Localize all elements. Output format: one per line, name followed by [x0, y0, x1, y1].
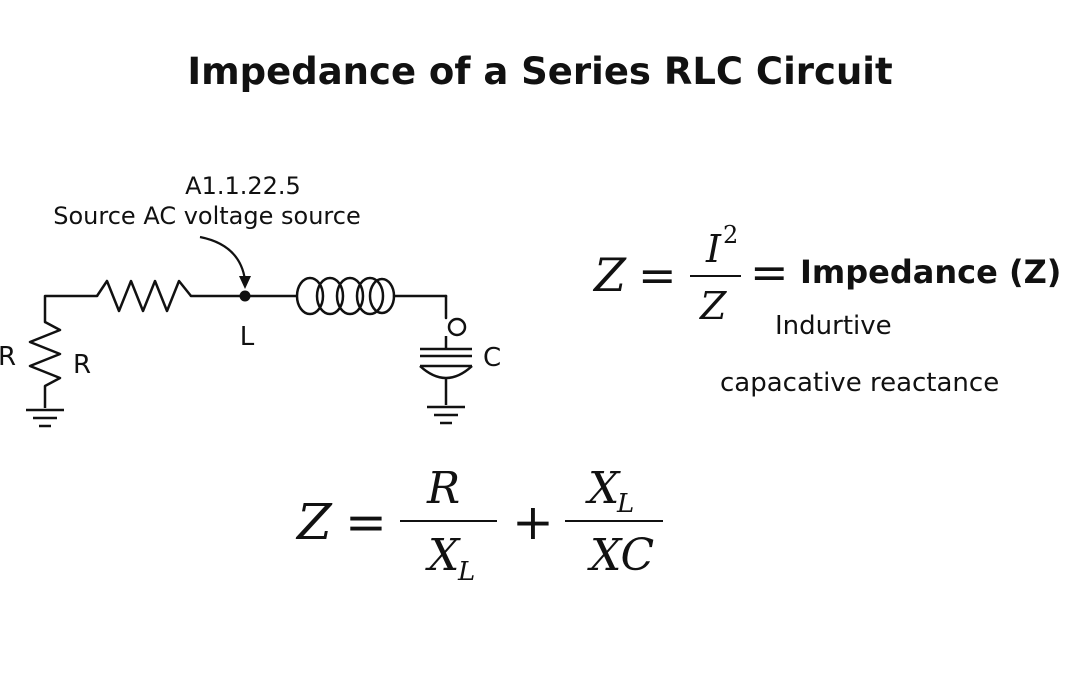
formula1-denominator: Z: [699, 284, 727, 328]
formula2-frac1-numerator: R: [426, 463, 460, 514]
formula1-equals: =: [638, 248, 677, 302]
capacitor-symbol: [419, 336, 473, 405]
wire-left: [43, 294, 99, 324]
capacitor-terminal: [447, 317, 467, 337]
inductor-coil: [295, 276, 396, 316]
capacitor-label: C: [483, 343, 501, 373]
pointer-arrowhead: [239, 276, 251, 289]
formula-impedance-sum: Z = R X L + X L XC: [295, 463, 663, 587]
formula1-note-capacitive: capacative reactance: [720, 368, 999, 398]
series-resistor: [95, 279, 192, 313]
resistor-label: R: [73, 350, 91, 380]
node-dot: [239, 290, 251, 302]
formula2-plus: +: [512, 493, 554, 551]
pointer-arrow: [199, 235, 247, 281]
formula1-equals2: =: [750, 245, 789, 299]
formula2-frac2-numerator-sub: L: [616, 489, 634, 519]
formula1-lhs: Z: [592, 248, 627, 302]
source-label: Source AC voltage source: [53, 202, 360, 230]
formula2-lhs: Z: [295, 493, 333, 551]
formula2-frac1-denominator-sub: L: [457, 557, 475, 587]
formula1-numerator: I: [705, 227, 722, 271]
formula1-numerator-exp: 2: [723, 221, 738, 249]
ground-symbol-left: [26, 408, 64, 428]
resistor-label-edge: R: [0, 342, 16, 372]
page-title: Impedance of a Series RLC Circuit: [187, 50, 893, 93]
ground-symbol-right: [427, 405, 465, 425]
shunt-resistor: [28, 320, 62, 408]
formula-impedance-ratio: Z = I 2 Z = Impedance (Z) Indurtive capa…: [592, 221, 1061, 398]
formula1-note-inductive: Indurtive: [775, 311, 892, 341]
formula2-frac1-denominator: X: [425, 530, 461, 581]
formula1-result: Impedance (Z): [800, 253, 1061, 291]
formula2-equals: =: [345, 493, 387, 551]
formula2-frac2-denominator: XC: [587, 530, 654, 581]
node-label: L: [240, 322, 255, 352]
formula2-frac2-numerator: X: [585, 463, 621, 514]
ref-code-label: A1.1.22.5: [185, 172, 301, 200]
